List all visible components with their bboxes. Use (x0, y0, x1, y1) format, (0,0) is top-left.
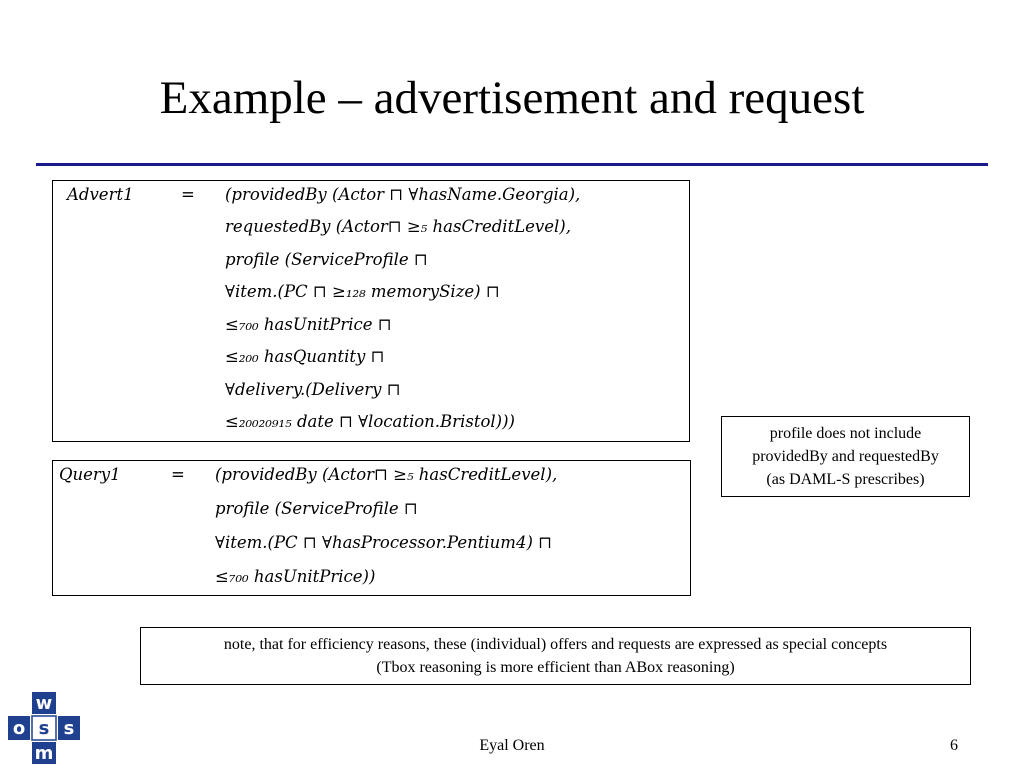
advert-line-1: (providedBy (Actor ⊓ ∀hasName.Georgia), (225, 185, 581, 204)
efficiency-note-line-2: (Tbox reasoning is more efficient than A… (376, 659, 735, 676)
advert-line-6: ≤₂₀₀ hasQuantity ⊓ (225, 347, 385, 366)
logo-letter-left: o (13, 718, 25, 739)
query-line-4: ≤₇₀₀ hasUnitPrice)) (215, 567, 376, 586)
query-line-3: ∀item.(PC ⊓ ∀hasProcessor.Pentium4) ⊓ (215, 533, 552, 552)
wsmo-logo-icon: w o s m s (8, 692, 80, 764)
title-divider (36, 163, 988, 166)
advert-line-8: ≤₂₀₀₂₀₉₁₅ date ⊓ ∀location.Bristol))) (225, 412, 515, 431)
logo-letter-center: s (39, 718, 50, 739)
advert-line-7: ∀delivery.(Delivery ⊓ (225, 380, 401, 399)
logo-letter-bottom: m (35, 743, 54, 764)
slide-title: Example – advertisement and request (159, 72, 865, 124)
profile-note-line-1: profile does not include (769, 425, 922, 442)
profile-note-line-3: (as DAML-S prescribes) (766, 471, 925, 488)
advert-equals: = (181, 185, 195, 204)
page-number: 6 (950, 737, 958, 754)
profile-note-line-2: providedBy and requestedBy (752, 448, 939, 465)
footer-author: Eyal Oren (479, 737, 545, 754)
advert-formula-box: Advert1 = (providedBy (Actor ⊓ ∀hasName.… (52, 180, 690, 442)
advert-line-2: requestedBy (Actor⊓ ≥₅ hasCreditLevel), (225, 217, 571, 236)
query-line-2: profile (ServiceProfile ⊓ (215, 499, 418, 518)
query-equals: = (171, 465, 185, 484)
query-line-1: (providedBy (Actor⊓ ≥₅ hasCreditLevel), (215, 465, 558, 484)
efficiency-note: note, that for efficiency reasons, these… (140, 627, 971, 685)
advert-lhs: Advert1 (67, 185, 134, 204)
profile-note: profile does not include providedBy and … (721, 416, 970, 497)
logo-letter-right: s (64, 718, 75, 739)
logo-letter-top: w (36, 693, 53, 714)
query-lhs: Query1 (59, 465, 121, 484)
efficiency-note-line-1: note, that for efficiency reasons, these… (223, 636, 888, 653)
advert-line-3: profile (ServiceProfile ⊓ (225, 250, 428, 269)
advert-line-5: ≤₇₀₀ hasUnitPrice ⊓ (225, 315, 392, 334)
advert-line-4: ∀item.(PC ⊓ ≥₁₂₈ memorySize) ⊓ (225, 282, 500, 301)
query-formula-box: Query1 = (providedBy (Actor⊓ ≥₅ hasCredi… (52, 460, 691, 596)
